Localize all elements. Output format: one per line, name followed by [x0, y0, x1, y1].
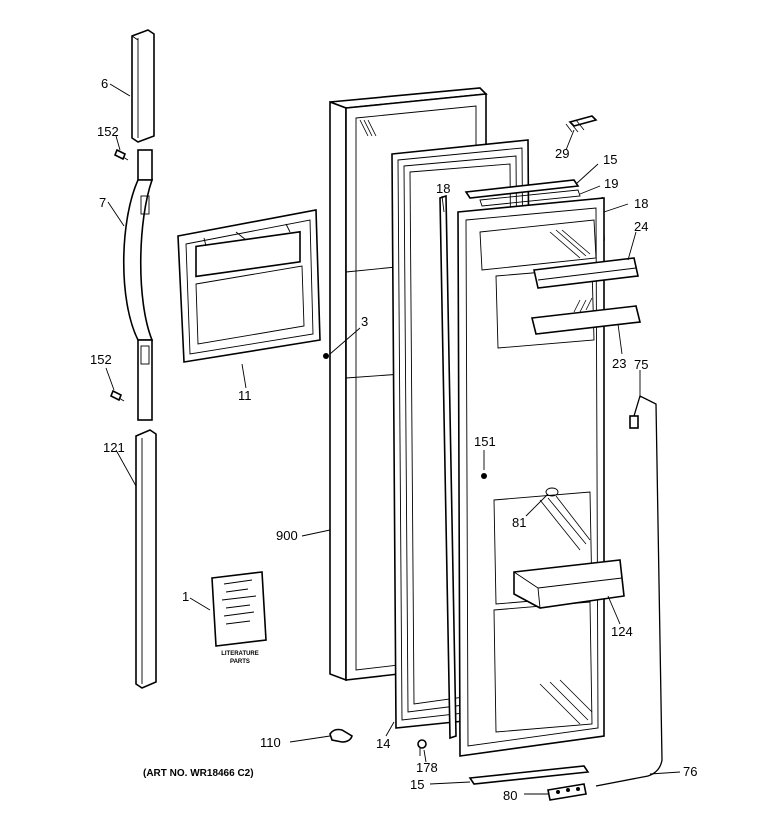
callout-24: 24	[634, 219, 648, 234]
part-29-clip	[565, 115, 598, 133]
callout-75: 75	[634, 357, 648, 372]
part-76-wire-harness	[595, 399, 663, 787]
part-6-handle-top-trim	[131, 29, 155, 143]
callout-11: 11	[238, 388, 252, 403]
callout-152-upper: 152	[97, 124, 119, 139]
part-152-screw-upper	[113, 148, 129, 161]
part-19-cap	[479, 189, 581, 207]
part-124-shelf-bottom	[513, 559, 625, 609]
door-liner	[457, 197, 605, 757]
callout-124: 124	[611, 624, 633, 639]
callout-110: 110	[260, 735, 281, 750]
callout-3: 3	[361, 314, 368, 329]
callout-29: 29	[555, 146, 569, 161]
callout-1: 1	[182, 589, 189, 604]
part-80-hinge-pins	[547, 783, 587, 801]
leader-lines	[105, 83, 681, 795]
callout-80: 80	[503, 788, 517, 803]
callout-151: 151	[474, 434, 496, 449]
callout-18-right: 18	[634, 196, 648, 211]
callout-15-bottom: 15	[410, 777, 424, 792]
part-23-shelf-lower	[531, 297, 641, 335]
literature-caption-line1: LITERATURE	[221, 651, 259, 657]
callout-152-lower: 152	[90, 352, 112, 367]
part-75-wire-connector	[629, 395, 649, 429]
callout-19: 19	[604, 176, 618, 191]
part-121-handle-bottom-trim	[135, 429, 157, 689]
callout-15-top: 15	[603, 152, 617, 167]
callout-14: 14	[376, 736, 390, 751]
part-110-cap	[329, 728, 353, 743]
callout-6: 6	[101, 76, 108, 91]
part-15-top-bracket	[464, 179, 580, 199]
part-178-screw	[417, 739, 427, 756]
callout-labels: 6 152 7 152 121 1 11 3 900 29 15 19 18 1…	[90, 76, 697, 803]
art-number: (ART NO. WR18466 C2)	[143, 768, 254, 779]
callout-178: 178	[416, 760, 438, 775]
callout-18-left: 18	[436, 181, 450, 196]
literature-caption-line2: PARTS	[230, 659, 250, 665]
callout-121: 121	[103, 440, 125, 455]
callout-23: 23	[612, 356, 626, 371]
callout-7: 7	[99, 195, 106, 210]
part-152-screw-lower	[109, 389, 125, 402]
part-1-literature-booklet: LITERATURE PARTS	[211, 571, 267, 665]
part-18-strip-left	[439, 194, 457, 740]
part-7-handle	[122, 149, 154, 421]
callout-81: 81	[512, 515, 526, 530]
part-24-shelf-upper	[533, 257, 639, 289]
part-11-dispenser-housing	[177, 209, 321, 363]
callout-900: 900	[276, 528, 298, 543]
part-3-plug	[323, 353, 329, 359]
part-15-bottom-bracket	[468, 765, 590, 785]
callout-76: 76	[683, 764, 697, 779]
